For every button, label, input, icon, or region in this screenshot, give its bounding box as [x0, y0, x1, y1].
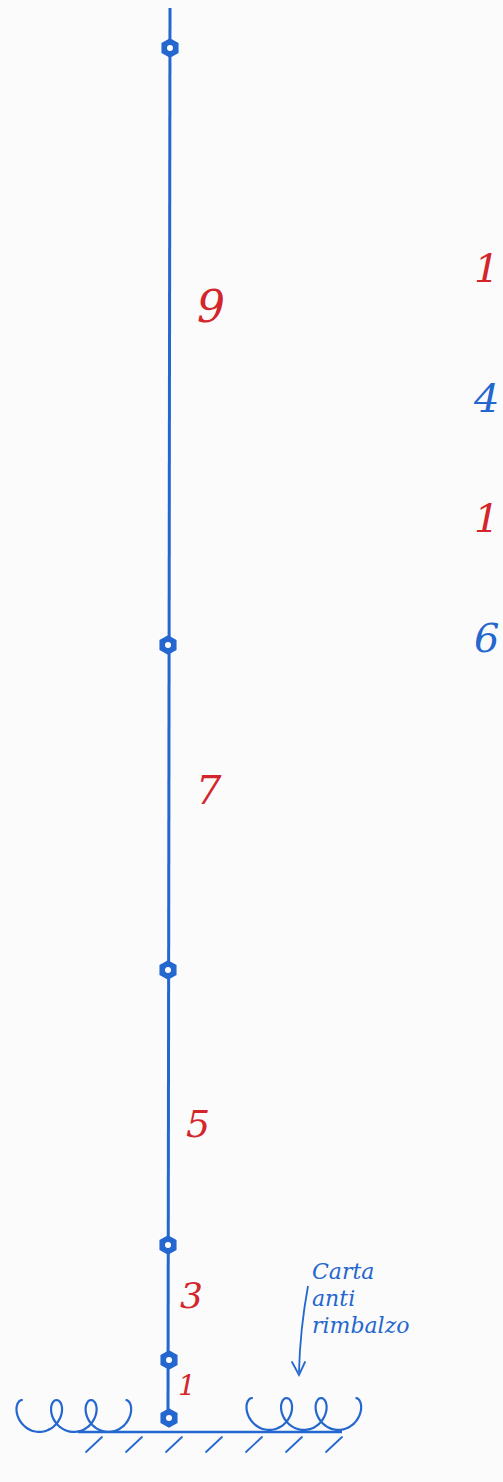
joint-hole [166, 1415, 172, 1421]
note-label: Carta anti rimbalzo [312, 1258, 422, 1339]
leader-line [299, 1286, 308, 1372]
joint-hole [167, 45, 173, 51]
joint-hole [165, 1242, 171, 1248]
joint-hole [166, 1357, 172, 1363]
callout-number: 7 [196, 770, 221, 810]
joint-dot [161, 1409, 177, 1427]
paper-scribble [247, 1398, 362, 1430]
margin-number: 1 [474, 498, 499, 538]
margin-number: 4 [474, 378, 499, 418]
joint-hex [160, 636, 176, 654]
vertical-rod [168, 8, 170, 1418]
joint-hex [162, 39, 178, 57]
leader-arrowhead [292, 1362, 305, 1375]
joint-hole [165, 642, 171, 648]
hatch-stroke [86, 1437, 102, 1452]
margin-number: 6 [474, 618, 499, 658]
joint-dot [160, 636, 176, 654]
hatch-stroke [246, 1437, 262, 1452]
callout-number: 3 [180, 1278, 203, 1314]
ground-hatch [86, 1437, 342, 1452]
hatch-stroke [286, 1437, 302, 1452]
joint-hex [161, 1351, 177, 1369]
joints [160, 39, 178, 1427]
anti-bounce-paper [17, 1398, 362, 1432]
joint-hex [160, 1236, 176, 1254]
joint-dot [160, 961, 176, 979]
joint-hole [165, 967, 171, 973]
joint-dot [162, 39, 178, 57]
hatch-stroke [126, 1437, 142, 1452]
ground-line [78, 1431, 342, 1434]
joint-hex [160, 961, 176, 979]
hatch-stroke [166, 1437, 182, 1452]
hatch-stroke [206, 1437, 222, 1452]
margin-number: 1 [474, 248, 499, 288]
joint-dot [160, 1236, 176, 1254]
callout-number: 1 [178, 1372, 196, 1400]
callout-number: 5 [186, 1105, 210, 1143]
callout-number: 9 [197, 285, 225, 329]
joint-hex [161, 1409, 177, 1427]
hatch-stroke [326, 1437, 342, 1452]
joint-dot [161, 1351, 177, 1369]
paper-scribble [17, 1400, 132, 1432]
